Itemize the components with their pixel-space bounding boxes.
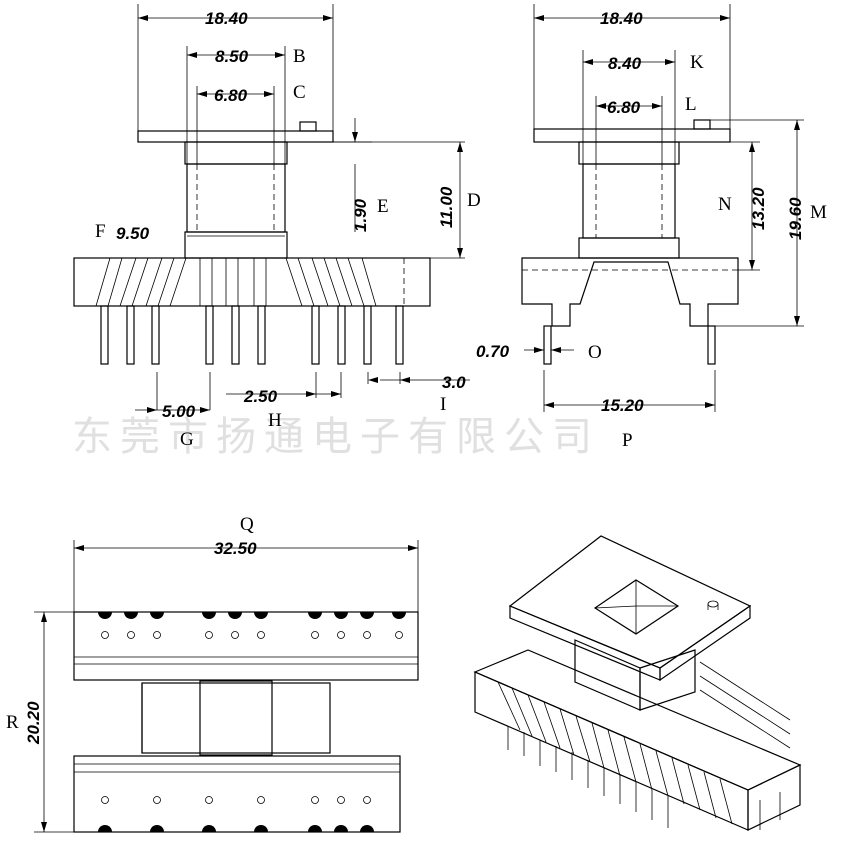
side-label-n: N xyxy=(718,194,732,215)
side-label-m: M xyxy=(810,202,827,223)
side-dim-height-m: 19.60 xyxy=(786,197,805,240)
bottom-label-r: R xyxy=(6,712,19,733)
side-dim-core-inner: 6.80 xyxy=(607,98,641,117)
front-dim-height: 11.00 xyxy=(437,186,456,228)
bottom-dim-depth: 20.20 xyxy=(24,701,43,745)
side-dim-core-outer: 8.40 xyxy=(608,54,642,73)
side-dim-pin-dia: 0.70 xyxy=(476,342,510,361)
side-dim-height-n: 13.20 xyxy=(749,187,768,230)
side-dim-overall-width: 18.40 xyxy=(600,9,643,28)
front-dim-pin-pitch-c: 3.0 xyxy=(442,373,466,392)
front-label-b: B xyxy=(293,46,306,67)
bottom-label-q: Q xyxy=(240,514,254,535)
front-dim-pin-pitch-a: 5.00 xyxy=(162,402,196,421)
front-dim-base-window: 9.50 xyxy=(116,224,150,243)
front-label-i: I xyxy=(440,394,446,415)
side-label-k: K xyxy=(690,52,704,73)
front-dim-overall-width: 18.40 xyxy=(205,9,248,28)
front-dim-core-outer: 8.50 xyxy=(215,47,249,66)
front-dim-pin-pitch-b: 2.50 xyxy=(243,387,278,406)
front-dim-flange: 1.90 xyxy=(351,198,370,232)
front-label-h: H xyxy=(268,410,282,431)
front-label-g: G xyxy=(180,429,194,450)
front-label-e: E xyxy=(377,196,389,217)
side-label-l: L xyxy=(685,94,697,115)
front-label-f: F xyxy=(95,221,106,242)
bottom-view: Q 32.50 R 20.20 xyxy=(6,514,419,833)
front-label-d: D xyxy=(467,190,481,211)
front-dim-core-inner: 6.80 xyxy=(214,86,248,105)
side-view: 18.40 8.40 6.80 K L N 13.20 19.60 M 0.70… xyxy=(476,4,827,451)
side-label-p: P xyxy=(622,430,633,451)
front-view: 18.40 8.50 6.80 B C 1.90 E 11.00 D F 9.5… xyxy=(73,4,481,450)
watermark-text: 东莞市扬通电子有限公司 xyxy=(72,414,600,460)
isometric-view xyxy=(473,535,802,831)
front-label-c: C xyxy=(293,82,306,103)
side-label-o: O xyxy=(588,342,602,363)
side-dim-pin-span: 15.20 xyxy=(601,396,644,415)
bottom-dim-length: 32.50 xyxy=(214,539,257,558)
